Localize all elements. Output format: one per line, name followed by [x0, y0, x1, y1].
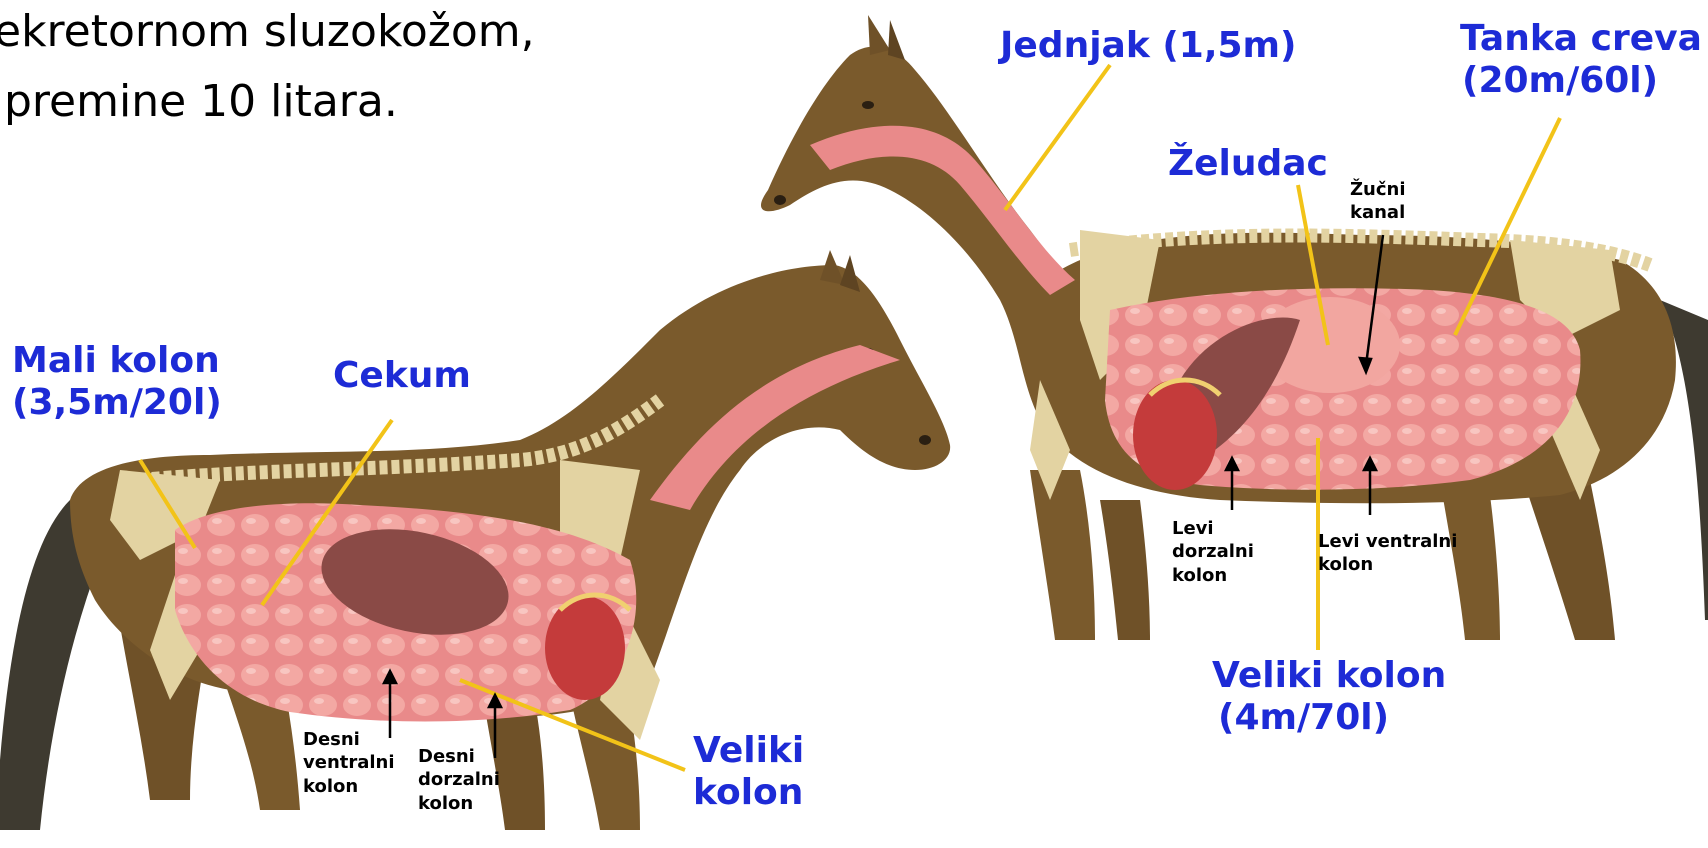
label-jednjak: Jednjak (1,5m)	[1000, 25, 1297, 67]
label-veliki-kolon-left: Veliki kolon	[693, 730, 804, 815]
label-desni-dorzalni-kolon: Desni dorzalni kolon	[418, 745, 500, 815]
label-cekum: Cekum	[333, 355, 471, 397]
label-veliki-kolon-right: Veliki kolon (4m/70l)	[1212, 655, 1446, 740]
label-desni-ventralni-kolon: Desni ventralni kolon	[303, 728, 395, 798]
label-mali-kolon: Mali kolon (3,5m/20l)	[12, 340, 222, 425]
label-levi-dorzalni-kolon: Levi dorzalni kolon	[1172, 517, 1254, 587]
right-horse-heart	[1133, 380, 1217, 490]
right-horse-front-leg	[1030, 470, 1095, 640]
label-zeludac: Želudac	[1168, 143, 1328, 185]
label-tanka-creva: Tanka creva (20m/60l)	[1460, 18, 1702, 103]
label-levi-ventralni-kolon: Levi ventralni kolon	[1318, 530, 1457, 577]
label-zucni-kanal: Žučni kanal	[1350, 178, 1406, 225]
left-horse-heart	[545, 596, 625, 700]
left-horse	[0, 250, 950, 830]
